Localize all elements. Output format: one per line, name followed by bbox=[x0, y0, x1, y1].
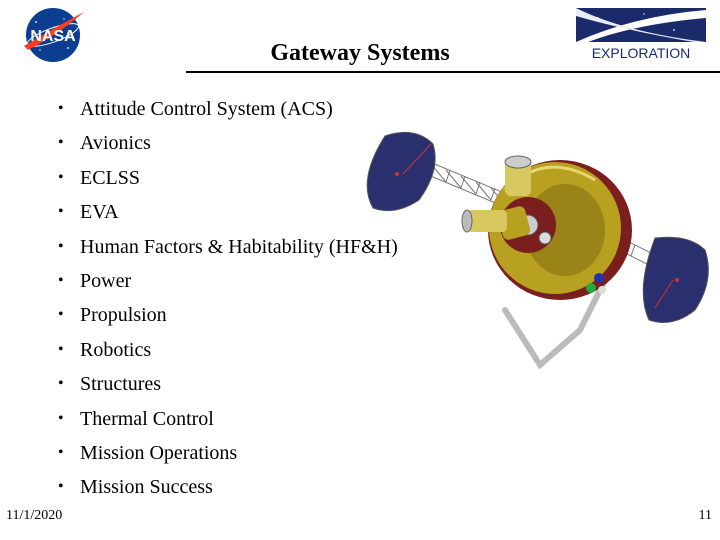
bullet-text: Robotics bbox=[80, 338, 152, 361]
bullet-text: Avionics bbox=[80, 132, 151, 155]
bullet-text: Human Factors & Habitability (HF&H) bbox=[80, 235, 398, 258]
svg-text:NASA: NASA bbox=[30, 28, 76, 45]
bullet-icon: • bbox=[58, 203, 64, 221]
gateway-station-illustration bbox=[366, 131, 709, 370]
solar-array-right bbox=[642, 236, 709, 323]
hatch-indicators bbox=[586, 273, 606, 294]
bullet-item: • Robotics bbox=[58, 337, 398, 371]
bullet-text: Attitude Control System (ACS) bbox=[80, 98, 333, 120]
page-number: 11 bbox=[698, 508, 712, 523]
bullet-item: • Mission Operations bbox=[58, 440, 398, 474]
bullet-item: • ECLSS bbox=[58, 165, 398, 199]
bullet-item: • Power bbox=[58, 268, 398, 302]
bullet-icon: • bbox=[58, 340, 64, 358]
bullet-item: • Thermal Control bbox=[58, 406, 398, 440]
bullet-icon: • bbox=[58, 271, 64, 289]
bullet-icon: • bbox=[58, 409, 64, 427]
bullet-text: Propulsion bbox=[80, 304, 167, 327]
svg-text:EXPLORATION: EXPLORATION bbox=[592, 45, 691, 61]
bullet-text: Structures bbox=[80, 373, 162, 396]
footer-date: 11/1/2020 bbox=[6, 508, 63, 523]
exploration-logo: EXPLORATION bbox=[576, 8, 706, 61]
bullet-icon: • bbox=[58, 134, 64, 152]
docking-node bbox=[461, 155, 556, 253]
bullet-text: Power bbox=[80, 269, 132, 292]
bullet-list: • Attitude Control System (ACS) • Avionics… bbox=[58, 96, 398, 509]
slide-title: Gateway Systems bbox=[270, 40, 450, 66]
bullet-text: Thermal Control bbox=[80, 407, 214, 430]
bullet-item: • EVA bbox=[58, 199, 398, 233]
bullet-item: • Human Factors & Habitability (HF&H) bbox=[58, 234, 398, 268]
solar-array-left bbox=[366, 131, 436, 212]
bullet-icon: • bbox=[58, 375, 64, 393]
bullet-item: • Structures bbox=[58, 371, 398, 405]
bullet-item: • Mission Success bbox=[58, 474, 398, 508]
robotic-arm bbox=[502, 277, 608, 370]
bullet-item: • Attitude Control System (ACS) bbox=[58, 96, 398, 130]
bullet-icon: • bbox=[58, 100, 64, 117]
bullet-icon: • bbox=[58, 443, 64, 461]
bullet-text: Mission Operations bbox=[80, 441, 238, 464]
bullet-item: • Avionics bbox=[58, 130, 398, 164]
nasa-logo: NASA bbox=[24, 8, 84, 62]
title-underline bbox=[186, 71, 720, 73]
bullet-item: • Propulsion bbox=[58, 302, 398, 336]
bullet-text: Mission Success bbox=[80, 476, 213, 499]
bullet-icon: • bbox=[58, 168, 64, 186]
bullet-text: EVA bbox=[80, 201, 119, 224]
bullet-icon: • bbox=[58, 237, 64, 255]
bullet-icon: • bbox=[58, 478, 64, 496]
bullet-icon: • bbox=[58, 306, 64, 324]
bullet-text: ECLSS bbox=[80, 166, 141, 189]
